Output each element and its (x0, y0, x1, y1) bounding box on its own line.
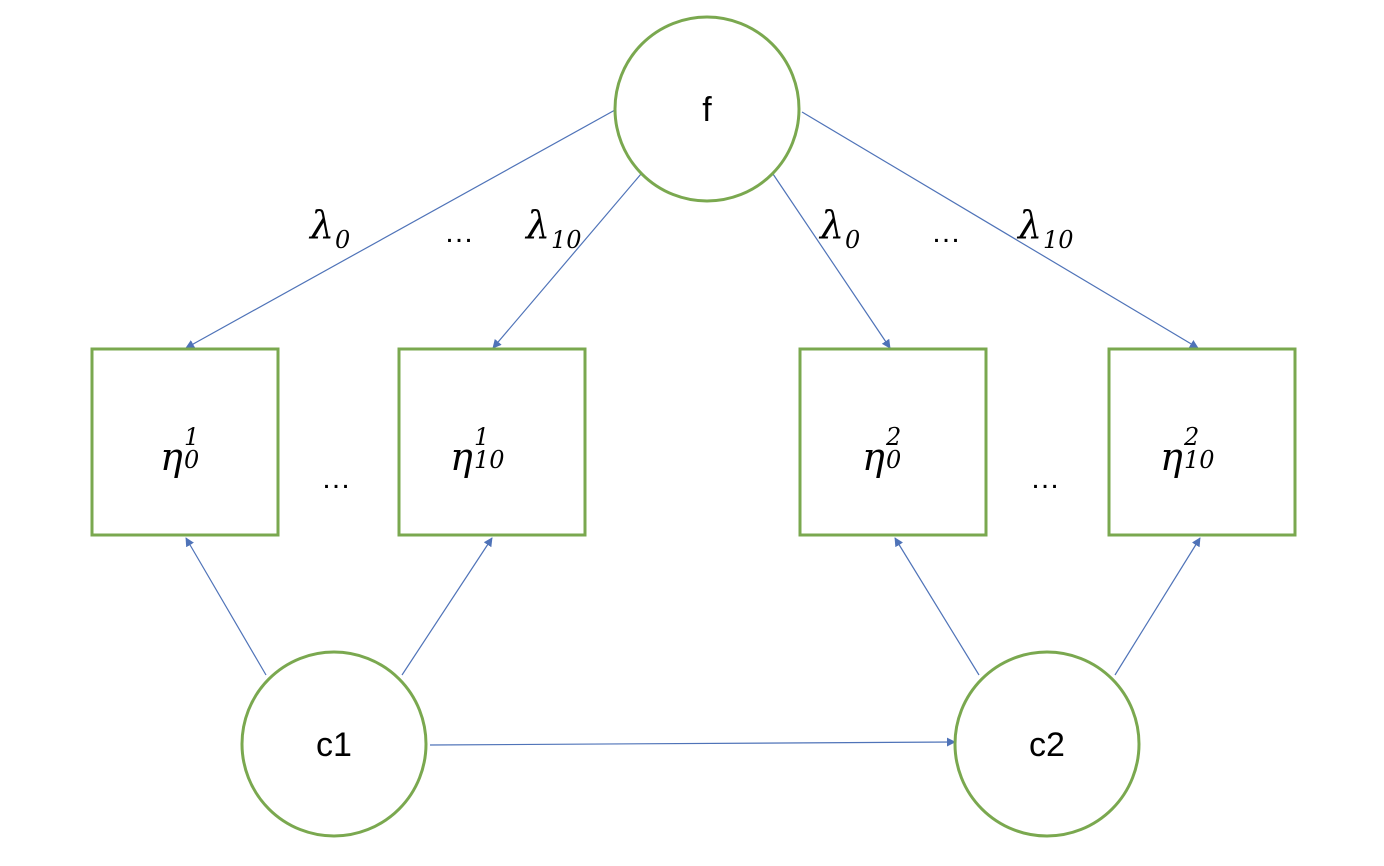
edge-label-lambda-0-right-sub: 0 (845, 226, 860, 254)
edge-c1-eta1-10 (401, 537, 493, 676)
box-eta2-0-sup: 2 (885, 423, 901, 451)
edge-label-lambda-10-right-sub: 10 (1043, 226, 1074, 254)
edge-f-eta2-10 (801, 111, 1199, 349)
edge-f-eta1-10 (492, 173, 642, 349)
box-eta2-0: η 0 2 (798, 347, 988, 537)
edge-c1-c2 (429, 737, 956, 747)
edge-f-eta2-0 (772, 173, 891, 349)
box-eta1-10-label: η (450, 435, 473, 479)
node-c1-label: c1 (316, 726, 352, 764)
node-c1: c1 (240, 650, 428, 838)
box-eta1-10: η 10 1 (397, 347, 587, 537)
node-f: f (613, 15, 801, 203)
node-f-label: f (702, 91, 712, 129)
edge-label-lambda-10-right: λ 10 (1016, 203, 1074, 254)
box-eta2-0-sub: 0 (886, 446, 901, 474)
edge-label-lambda-0-left: λ 0 (308, 203, 350, 254)
box-eta1-0: η 0 1 (90, 347, 280, 537)
edge-c2-eta2-10 (1114, 537, 1201, 676)
edge-label-lambda-10-left-sub: 10 (551, 226, 582, 254)
box-eta2-10-label: η (1160, 435, 1183, 479)
ellipsis-mid-left: … (321, 462, 351, 495)
edges-c (185, 537, 1201, 747)
edge-c1-eta1-0 (185, 537, 267, 676)
box-eta2-10: η 10 2 (1107, 347, 1297, 537)
box-eta2-0-label: η (862, 435, 885, 479)
edge-label-lambda-10-left: λ 10 (524, 203, 582, 254)
ellipsis-top-left: … (444, 216, 474, 249)
edge-f-eta1-0 (185, 109, 616, 349)
box-eta1-0-sub: 0 (184, 446, 199, 474)
edge-c2-eta2-0 (894, 537, 980, 676)
svg-text:λ: λ (524, 203, 550, 247)
svg-text:λ: λ (308, 203, 334, 247)
svg-text:λ: λ (818, 203, 844, 247)
box-eta1-10-sub: 10 (474, 446, 505, 474)
box-eta1-0-sup: 1 (184, 423, 199, 451)
ellipsis-top-right: … (931, 216, 961, 249)
node-c2: c2 (953, 650, 1141, 838)
box-eta2-10-sub: 10 (1184, 446, 1215, 474)
box-eta2-10-sup: 2 (1183, 423, 1199, 451)
svg-text:λ: λ (1016, 203, 1042, 247)
box-eta1-0-label: η (160, 435, 183, 479)
box-eta1-10-sup: 1 (474, 423, 489, 451)
edge-label-lambda-0-left-sub: 0 (335, 226, 350, 254)
ellipsis-mid-right: … (1030, 462, 1060, 495)
node-c2-label: c2 (1029, 726, 1065, 764)
edge-label-lambda-0-right: λ 0 (818, 203, 860, 254)
edges-f (185, 109, 1199, 349)
